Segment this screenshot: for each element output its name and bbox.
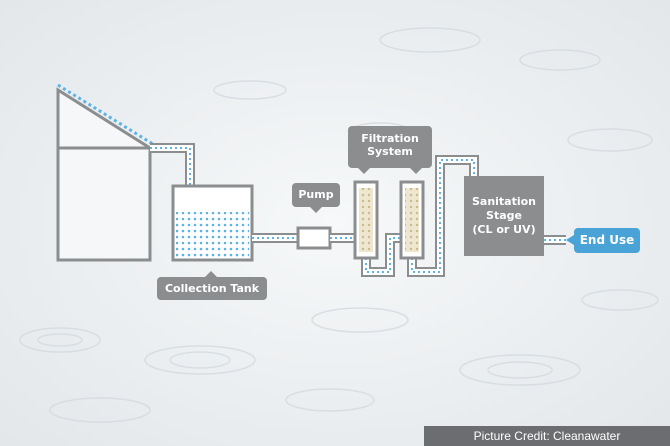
picture-credit: Picture Credit: Cleanawater bbox=[424, 426, 670, 446]
gutter-pipe bbox=[150, 143, 195, 186]
sanitation-text-line1: Sanitation bbox=[471, 195, 537, 208]
sanitation-text-line3: (CL or UV) bbox=[472, 223, 536, 236]
filtration-system-label: Filtration System bbox=[348, 126, 432, 174]
end-use-label: End Use bbox=[566, 228, 640, 253]
collection-tank-label: Collection Tank bbox=[157, 271, 267, 300]
end-use-text: End Use bbox=[579, 233, 635, 247]
tank-water bbox=[176, 212, 249, 257]
pump-label: Pump bbox=[292, 183, 340, 213]
filter-2 bbox=[399, 180, 425, 260]
roof-rain-flow bbox=[57, 83, 157, 148]
sanitation-stage-label: Sanitation Stage (CL or UV) bbox=[464, 195, 544, 237]
pump-text: Pump bbox=[298, 188, 334, 201]
sanitation-stage bbox=[464, 176, 544, 256]
pump bbox=[296, 226, 332, 250]
house bbox=[56, 87, 152, 262]
filtration-text-line2: System bbox=[367, 145, 413, 158]
collection-tank bbox=[171, 184, 254, 262]
filtration-text-line1: Filtration bbox=[361, 132, 419, 145]
filter-1 bbox=[353, 180, 379, 260]
filter-pipes bbox=[361, 155, 479, 277]
sanitation-text-line2: Stage bbox=[486, 209, 522, 222]
collection-tank-text: Collection Tank bbox=[164, 282, 260, 295]
